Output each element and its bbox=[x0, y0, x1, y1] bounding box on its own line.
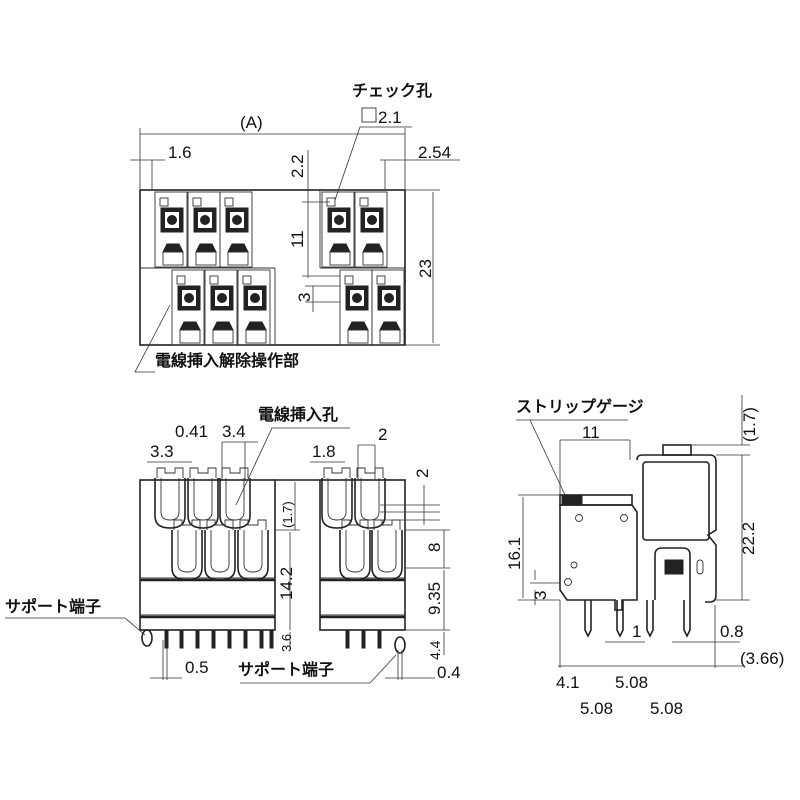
side-dim-0-8: 0.8 bbox=[720, 622, 744, 641]
dim-3-4: 3.4 bbox=[222, 422, 246, 441]
dim-1-6: 1.6 bbox=[168, 143, 192, 162]
pin bbox=[195, 629, 200, 649]
dim-9-35: 9.35 bbox=[425, 582, 444, 615]
terminal-cell-top bbox=[154, 191, 188, 268]
pin bbox=[616, 600, 624, 638]
wire-insertion-slot bbox=[154, 467, 186, 529]
side-dim-1-7: (1.7) bbox=[740, 407, 759, 442]
strip-gauge-mark bbox=[561, 495, 583, 505]
top-outline bbox=[139, 189, 406, 346]
terminal-cell-top bbox=[171, 269, 205, 346]
terminal-cell-top bbox=[237, 269, 271, 346]
wire-insertion-slot bbox=[187, 467, 219, 529]
strip-gauge-label: ストリップゲージ bbox=[516, 397, 644, 416]
terminal-cell-top bbox=[354, 191, 388, 268]
dim-8: 8 bbox=[425, 543, 444, 552]
support-label-bottom: サポート端子 bbox=[238, 660, 334, 679]
wire-insertion-slot bbox=[204, 519, 236, 581]
side-dim-4-1: 4.1 bbox=[556, 673, 580, 692]
wire-insertion-slot bbox=[371, 519, 403, 581]
pin bbox=[683, 600, 691, 638]
dim-0-5: 0.5 bbox=[185, 658, 209, 677]
support-label-left: サポート端子 bbox=[5, 597, 101, 616]
side-dim-5-08-c: 5.08 bbox=[650, 699, 683, 718]
dim-2-top: 2 bbox=[378, 425, 387, 444]
pin bbox=[584, 600, 592, 638]
side-dim-22-2: 22.2 bbox=[739, 522, 758, 555]
wire-insertion-slot bbox=[237, 519, 269, 581]
dim-11: 11 bbox=[288, 230, 307, 248]
dim-3-3: 3.3 bbox=[150, 442, 174, 461]
pin bbox=[211, 629, 216, 649]
pin bbox=[164, 629, 169, 649]
side-dim-1: 1 bbox=[632, 622, 641, 641]
dim-1-8: 1.8 bbox=[312, 442, 336, 461]
terminal-cell-top bbox=[371, 269, 405, 346]
terminal-cell-top bbox=[204, 269, 238, 346]
side-view: ストリップゲージ 11 (1.7) 22.2 16.1 3 1 0.8 (3.6… bbox=[505, 395, 784, 718]
terminal-cell-top bbox=[187, 191, 221, 268]
pin bbox=[243, 629, 248, 649]
dim-3: 3 bbox=[295, 293, 314, 302]
check-hole-symbol bbox=[361, 107, 377, 123]
check-hole-label: チェック孔 bbox=[352, 82, 432, 100]
pin bbox=[227, 629, 232, 649]
pin bbox=[646, 600, 654, 638]
dim-2-54: 2.54 bbox=[418, 143, 451, 162]
dim-23: 23 bbox=[416, 259, 435, 278]
side-dim-5-08-b: 5.08 bbox=[580, 699, 613, 718]
wire-insertion-slot bbox=[171, 519, 203, 581]
dim-a: (A) bbox=[240, 113, 263, 132]
wire-insertion-slot bbox=[321, 467, 353, 529]
side-dim-11: 11 bbox=[582, 423, 600, 442]
pin bbox=[377, 629, 382, 649]
pin bbox=[345, 629, 350, 649]
pin bbox=[259, 629, 264, 649]
dim-0-4: 0.4 bbox=[437, 663, 461, 682]
dim-0-41: 0.41 bbox=[175, 422, 208, 441]
front-view: 電線挿入孔 3.3 0.41 3.4 1.8 2 2 8 9.35 4.4 (1… bbox=[5, 405, 461, 684]
side-dim-16-1: 16.1 bbox=[505, 537, 524, 570]
wire-insertion-slot bbox=[219, 467, 251, 529]
support-terminal-right bbox=[394, 636, 406, 654]
dim-14-2: 14.2 bbox=[277, 567, 296, 600]
side-dim-5-08-a: 5.08 bbox=[615, 673, 648, 692]
dim-4-4: 4.4 bbox=[427, 640, 443, 660]
dim-2-right: 2 bbox=[413, 469, 432, 478]
pin bbox=[361, 629, 366, 649]
side-dim-3: 3 bbox=[531, 591, 550, 600]
dim-2-2: 2.2 bbox=[288, 154, 307, 178]
side-dim-3-66: (3.66) bbox=[740, 649, 784, 668]
terminal-cell-top bbox=[219, 191, 253, 268]
wire-insertion-slot bbox=[354, 467, 386, 529]
pin bbox=[179, 629, 184, 649]
wire-hole-label: 電線挿入孔 bbox=[258, 405, 338, 424]
release-label: 電線挿入解除操作部 bbox=[155, 351, 299, 370]
support-terminal-left bbox=[141, 629, 153, 647]
wire-insertion-slot bbox=[339, 519, 371, 581]
pin bbox=[269, 629, 274, 649]
check-hole-size: 2.1 bbox=[378, 108, 402, 127]
terminal-cell-top bbox=[339, 269, 373, 346]
dim-1-7: (1.7) bbox=[280, 501, 295, 528]
dim-3-6: 3.6 bbox=[279, 634, 294, 652]
top-view: (A) 1.6 2.54 2.2 11 3 23 2.1 チェック孔 電線挿入解… bbox=[130, 82, 460, 373]
terminal-cell-top bbox=[321, 191, 355, 268]
